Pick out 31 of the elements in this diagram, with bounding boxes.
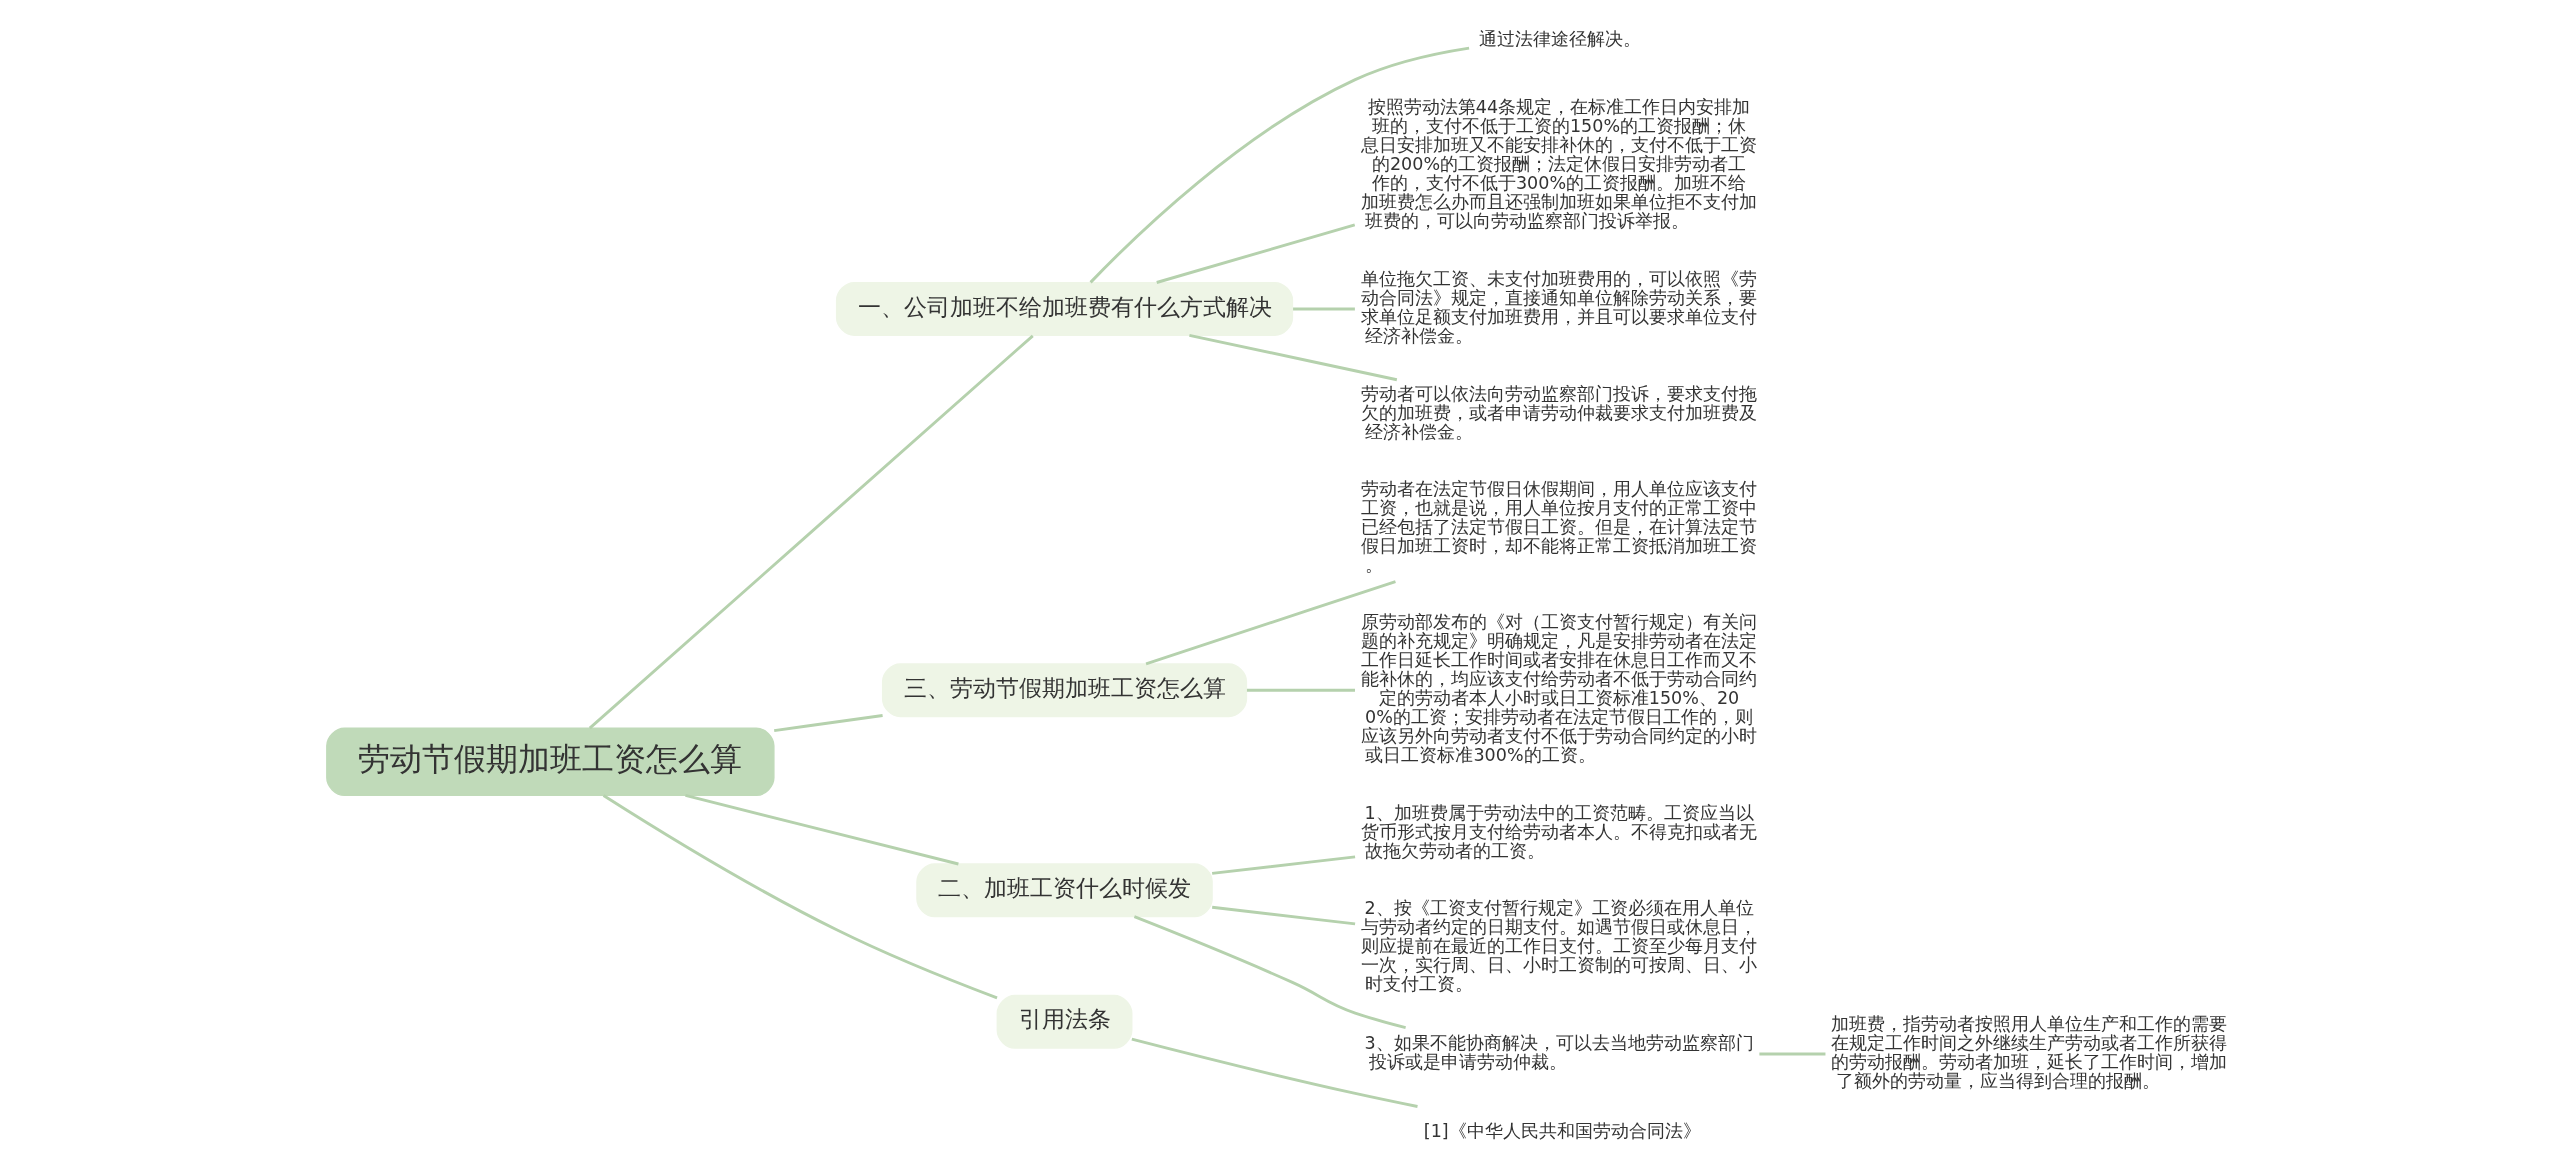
connector	[1145, 580, 1396, 666]
connector	[1212, 905, 1356, 926]
connector	[588, 334, 1034, 730]
node-text: 原劳动部发布的《对（工资支付暂行规定）有关问题的补充规定》明确规定，凡是安排劳动者在法定工作日延长工作时间或者安排在休息日工作而又不能补休的，均应该支付给劳动者不低于劳动合同约定的劳动者本人小时或日工资标准150%、200%的工资；安排劳动者在法定节假日工作的，则应该另外向劳动者支付不低于劳动合同约定的小时或日工资标准300%的工资。	[1361, 612, 1758, 766]
node-box: 三、劳动节假期加班工资怎么算	[881, 663, 1248, 718]
node-text: 3、如果不能协商解决，可以去当地劳动监察部门投诉或是申请劳动仲裁。	[1364, 1032, 1754, 1072]
node-box: 引用法条	[996, 994, 1133, 1049]
node-text: 劳动者可以依法向劳动监察部门投诉，要求支付拖欠的加班费，或者申请劳动仲裁要求支付加班费及经济补偿金。	[1361, 383, 1758, 442]
node-text: 单位拖欠工资、未支付加班费用的，可以依照《劳动合同法》规定，直接通知单位解除劳动关系，要求单位足额支付加班费用，并且可以要求单位支付经济补偿金。	[1361, 269, 1758, 346]
node-box: 一、公司加班不给加班费有什么方式解决	[835, 281, 1294, 336]
node-box: 劳动节假期加班工资怎么算	[326, 727, 775, 797]
connector	[774, 714, 883, 733]
connector	[1293, 307, 1355, 311]
connector	[1759, 1052, 1826, 1056]
node-text: 2、按《工资支付暂行规定》工资必须在用人单位与劳动者约定的日期支付。如遇节假日或休息日，则应提前在最近的工作日支付。工资至少每月支付一次，实行周、日、小时工资制的可按周、日、小时支付工资。	[1361, 897, 1758, 994]
connector	[685, 794, 959, 866]
node-text: 通过法律途径解决。	[1479, 28, 1642, 49]
node-text: 劳动者在法定节假日休假期间，用人单位应该支付工资，也就是说，用人单位按月支付的正常工资中已经包括了法定节假日工资。但是，在计算法定节假日加班工资时，却不能将正常工资抵消加班工资。	[1361, 478, 1758, 575]
connector	[602, 794, 998, 1000]
connector	[1089, 46, 1470, 284]
connector	[1211, 855, 1356, 875]
node-text: 加班费，指劳动者按照用人单位生产和工作的需要在规定工作时间之外继续生产劳动或者工作所获得的劳动报酬。劳动者加班，延长了工作时间，增加了额外的劳动量，应当得到合理的报酬。	[1831, 1013, 2228, 1091]
node-text: 按照劳动法第44条规定，在标准工作日内安排加班的，支付不低于工资的150%的工资报酬；休息日安排加班又不能安排补休的，支付不低于工资的200%的工资报酬；法定休假日安排劳动者工作的，支付不低于300%的工资报酬。加班不给加班费怎么办而且还强制加班如果单位拒不支付加班费的，可以向劳动监察部门投诉举报。	[1361, 97, 1758, 232]
connector	[1131, 1037, 1418, 1108]
connector	[1246, 688, 1355, 692]
node-text: [1]《中华人民共和国劳动合同法》	[1423, 1121, 1701, 1142]
node-text: 1、加班费属于劳动法中的工资范畴。工资应当以货币形式按月支付给劳动者本人。不得克扣或者无故拖欠劳动者的工资。	[1361, 802, 1758, 861]
connector	[1156, 223, 1356, 284]
node-box: 二、加班工资什么时候发	[916, 863, 1213, 918]
connector	[1133, 915, 1406, 1030]
connector	[1189, 333, 1398, 382]
